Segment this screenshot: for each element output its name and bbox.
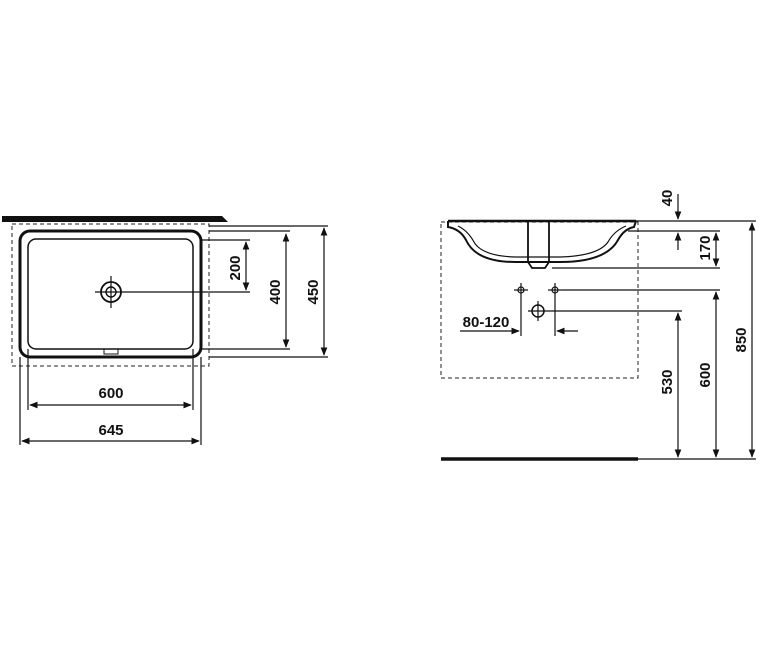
label-170: 170 xyxy=(697,235,714,260)
label-600-side: 600 xyxy=(697,362,714,387)
overflow-slot xyxy=(103,348,119,355)
label-80-120: 80-120 xyxy=(463,314,510,331)
side-view: 80-120 40 170 530 600 850 xyxy=(440,190,756,461)
valve-left-mark xyxy=(514,283,528,297)
drain-pipe-mark xyxy=(528,301,548,321)
label-600-top: 600 xyxy=(98,385,123,402)
basin-outer-rim xyxy=(18,229,203,359)
label-530: 530 xyxy=(659,369,676,394)
label-200: 200 xyxy=(227,255,244,280)
basin-profile xyxy=(447,220,637,263)
label-400: 400 xyxy=(267,279,284,304)
countertop-slab xyxy=(2,216,228,222)
label-40: 40 xyxy=(659,190,676,207)
cutout-outline xyxy=(11,223,210,367)
cabinet-outline xyxy=(440,221,639,379)
label-645: 645 xyxy=(98,422,123,439)
drain-tail xyxy=(527,222,550,269)
label-450: 450 xyxy=(305,279,322,304)
valve-right-mark xyxy=(548,283,562,297)
label-850: 850 xyxy=(733,327,750,352)
top-view: 200 400 450 600 645 xyxy=(2,216,328,445)
